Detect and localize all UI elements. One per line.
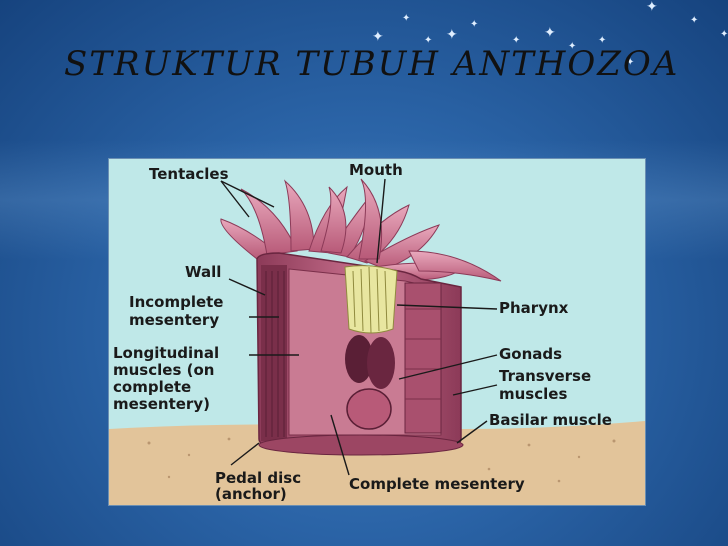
label-incomplete-mesentery-2: mesentery — [129, 311, 219, 329]
transverse-muscle-lines — [405, 308, 441, 400]
label-tentacles: Tentacles — [149, 165, 229, 183]
label-transverse-1: Transverse — [499, 367, 591, 385]
mesentery-panel — [404, 282, 442, 434]
pedal-disc — [258, 434, 464, 456]
label-pharynx: Pharynx — [499, 299, 569, 317]
star-icon: ✦ — [690, 15, 699, 26]
label-transverse-2: muscles — [499, 385, 567, 403]
longitudinal-muscle-lines — [265, 271, 285, 437]
label-basilar-muscle: Basilar muscle — [489, 411, 612, 429]
star-icon: ✦ — [512, 35, 521, 46]
label-incomplete-mesentery-1: Incomplete — [129, 293, 223, 311]
star-icon: ✦ — [446, 27, 458, 43]
star-icon: ✦ — [598, 35, 607, 46]
label-longitudinal-1: Longitudinal — [113, 344, 219, 362]
label-wall: Wall — [185, 263, 221, 281]
gonads-shape — [345, 335, 395, 430]
pharynx-folds — [352, 266, 388, 334]
star-icon: ✦ — [544, 25, 556, 41]
star-icon: ✦ — [720, 29, 728, 40]
anthozoa-diagram: Tentacles Mouth Wall Incomplete mesenter… — [108, 158, 646, 506]
label-longitudinal-3: complete — [113, 378, 191, 396]
sand-texture — [147, 437, 616, 483]
tentacles-shape — [220, 178, 502, 282]
slide-title: STRUKTUR TUBUH ANTHOZOA — [64, 44, 680, 84]
star-icon: ✦ — [626, 57, 635, 68]
label-complete-mesentery: Complete mesentery — [349, 475, 525, 493]
star-icon: ✦ — [470, 19, 479, 30]
label-mouth: Mouth — [349, 161, 403, 179]
star-icon: ✦ — [646, 0, 658, 15]
label-pedal-disc-2: (anchor) — [215, 485, 287, 503]
label-longitudinal-4: mesentery) — [113, 395, 210, 413]
star-icon: ✦ — [568, 41, 577, 52]
star-icon: ✦ — [372, 29, 384, 45]
star-icon: ✦ — [424, 35, 433, 46]
label-pedal-disc-1: Pedal disc — [215, 469, 301, 487]
star-icon: ✦ — [402, 13, 411, 24]
leader-lines — [220, 178, 498, 476]
label-longitudinal-2: muscles (on — [113, 361, 214, 379]
label-gonads: Gonads — [499, 345, 562, 363]
wall-section — [261, 265, 287, 441]
sand-floor — [109, 421, 645, 505]
pharynx-shape — [344, 265, 398, 334]
